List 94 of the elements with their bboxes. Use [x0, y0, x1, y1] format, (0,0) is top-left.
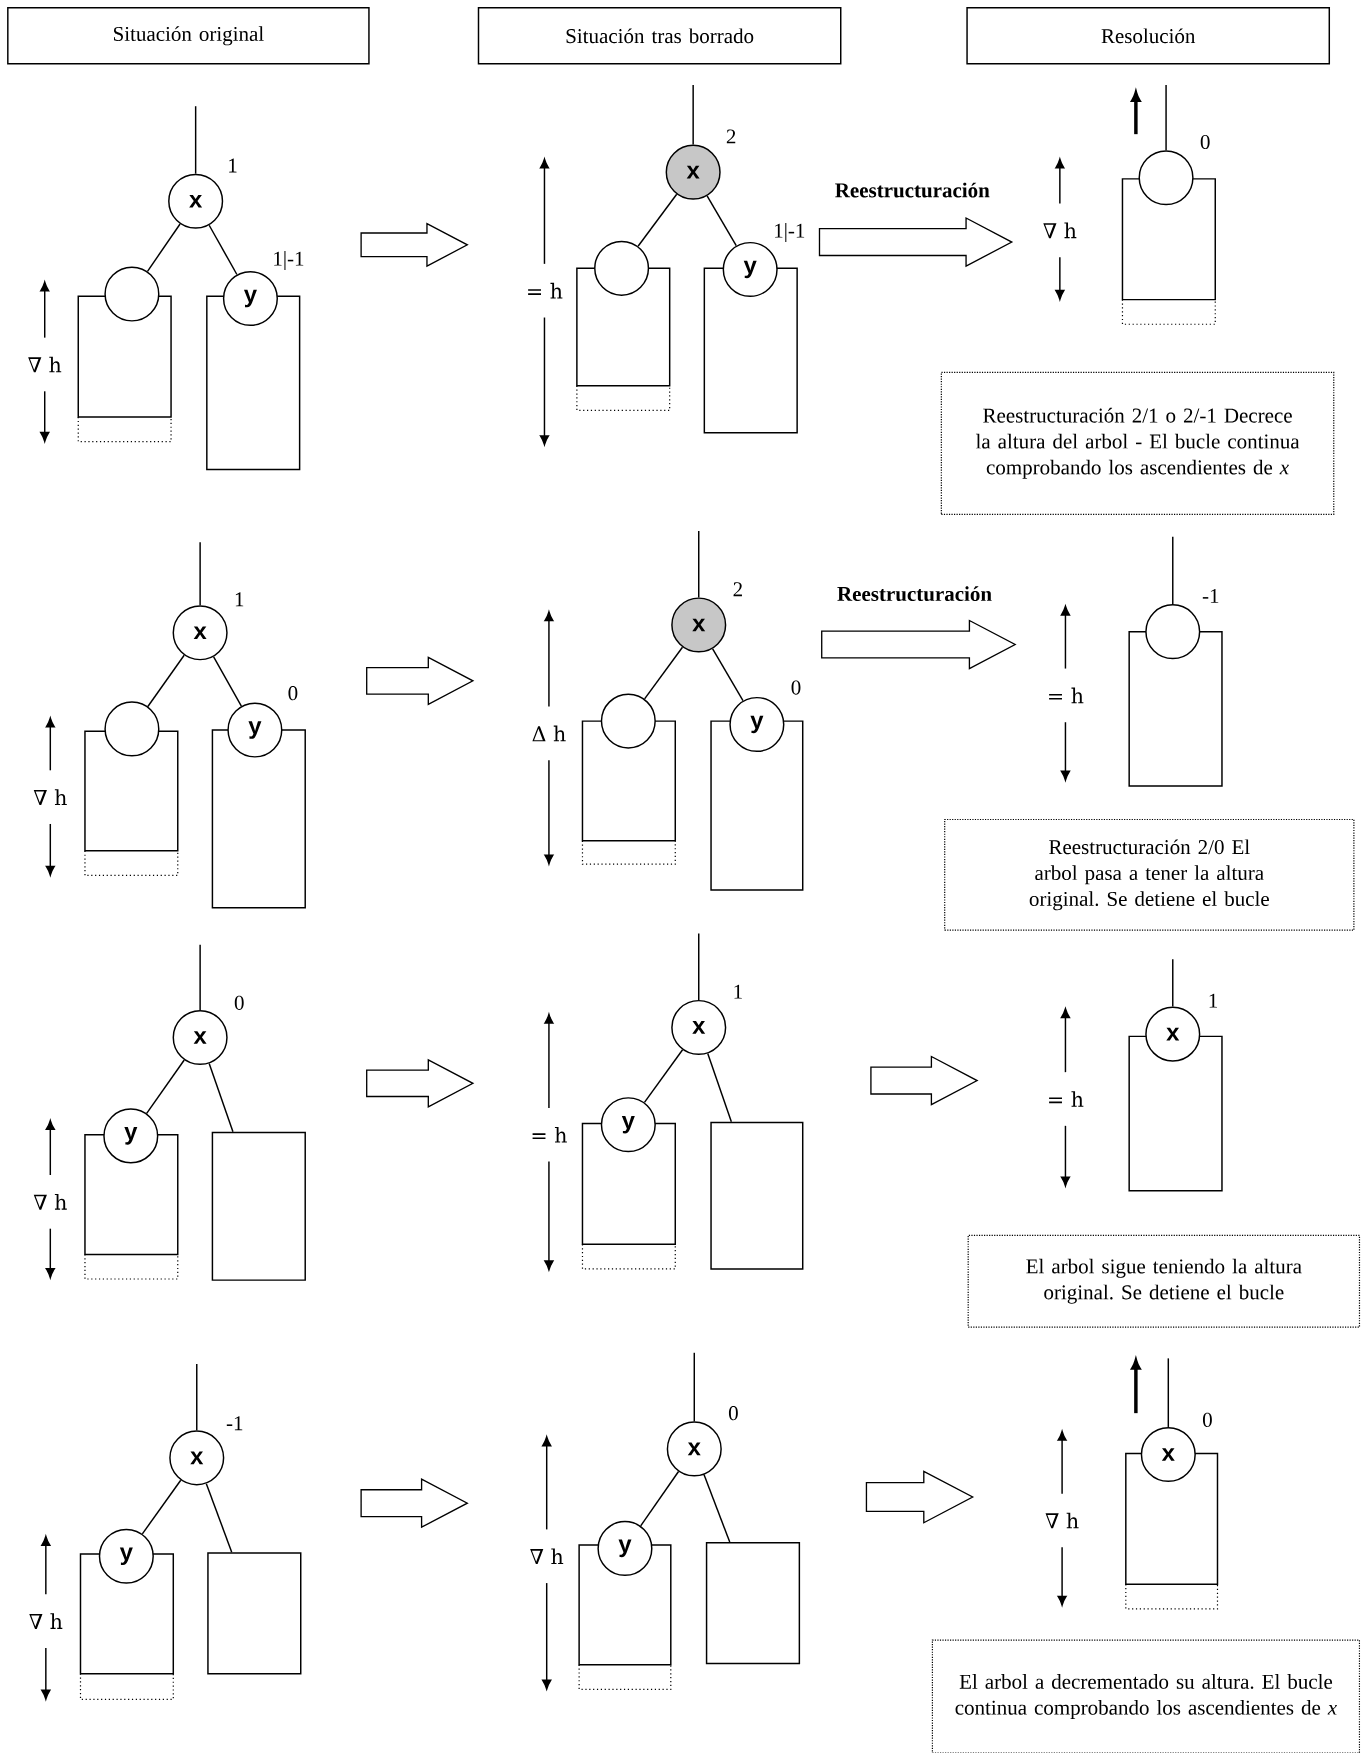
tree-edge [711, 648, 744, 702]
tree-edge [205, 1483, 233, 1553]
tree-node: x [665, 144, 721, 200]
tree-edge [697, 530, 700, 599]
dimension-label: ∇ h [530, 1548, 564, 1565]
dimension-label: = h [532, 1126, 567, 1143]
tree-edge [1171, 535, 1174, 605]
subtree-box [211, 1131, 306, 1281]
tree-node [600, 693, 656, 749]
tree-edge [199, 943, 201, 1011]
tree-edge [692, 84, 694, 146]
dimension-label: ∇ h [28, 356, 62, 373]
balance-factor: 0 [234, 995, 244, 1010]
tree-node: y [597, 1520, 653, 1576]
tree-node: y [729, 696, 785, 753]
tree-node [104, 266, 160, 322]
dimension-label: = h [1049, 687, 1084, 704]
tree-edge [703, 1473, 731, 1543]
tree-node: y [98, 1528, 154, 1584]
note-box: El arbol sigue teniendo la altura original. Se detiene el bucle [967, 1234, 1360, 1328]
subtree-box [705, 1542, 801, 1665]
tree-edge [141, 1479, 182, 1535]
tree-node: y [222, 270, 278, 327]
tree-edge [208, 1062, 234, 1133]
subtree-box [710, 1121, 804, 1270]
dimension-label: ∇ h [29, 1613, 63, 1629]
tree-node: x [169, 1430, 225, 1486]
note-box: Reestructuración 2/0 El arbol pasa a tener la altura original. Se detiene el bucle [944, 818, 1355, 931]
arrow-label: Reestructuración [835, 182, 990, 198]
tree-node: x [1140, 1426, 1196, 1483]
balance-factor: 1|-1 [274, 250, 304, 271]
subtree-box [207, 1552, 302, 1675]
dimension-label: ∇ h [1045, 1512, 1079, 1529]
balance-factor: 1|-1 [775, 223, 805, 243]
tree-node: x [172, 1009, 228, 1066]
tree-edge [1165, 84, 1167, 151]
header-box: Situación tras borrado [477, 7, 842, 65]
tree-node: x [671, 597, 727, 653]
note-box: El arbol a decrementado su altura. El bucle continua comprobando los ascendientes de x [931, 1639, 1360, 1753]
tree-node: x [666, 1421, 722, 1477]
note-box: Reestructuración 2/1 o 2/-1 Decrece la altura del arbol - El bucle continua comprobando los ascendientes de x [940, 371, 1335, 515]
tree-node [1145, 604, 1201, 660]
dimension-label: ∇ h [33, 1194, 67, 1210]
dimension-label: = h [528, 282, 563, 299]
tree-node: y [227, 702, 283, 758]
tree-node: x [168, 173, 224, 229]
tree-edge [195, 1363, 198, 1432]
tree-node: x [172, 605, 228, 661]
balance-factor: -1 [1202, 588, 1219, 603]
tree-edge [1171, 958, 1174, 1008]
tree-edge [643, 1049, 684, 1104]
tree-edge [199, 541, 201, 606]
balance-factor: 0 [1202, 1412, 1212, 1427]
balance-factor: 1 [1209, 993, 1217, 1008]
subtree-box [1128, 630, 1223, 787]
balance-factor: 0 [728, 1406, 738, 1421]
tree-node [593, 240, 650, 296]
tree-edge [637, 193, 678, 247]
tree-edge [212, 656, 243, 707]
balance-factor: 1 [734, 984, 742, 999]
tree-edge [693, 1352, 695, 1423]
tree-node: x [1145, 1006, 1201, 1062]
tree-node: x [671, 999, 727, 1055]
balance-factor: -1 [226, 1416, 243, 1431]
balance-factor: 1 [235, 592, 244, 607]
balance-factor: 0 [791, 680, 801, 695]
tree-node [1138, 150, 1194, 206]
tree-node: y [103, 1108, 159, 1164]
balance-factor: 0 [288, 686, 298, 701]
tree-node: y [600, 1097, 656, 1153]
tree-edge [706, 195, 737, 247]
balance-factor: 2 [726, 129, 736, 144]
tree-edge [145, 1059, 185, 1115]
tree-edge [146, 223, 181, 273]
header-box: Situación original [7, 7, 370, 65]
balance-factor: 1 [229, 158, 237, 173]
tree-edge [1167, 1357, 1169, 1428]
dimension-label: = h [1049, 1091, 1084, 1107]
balance-factor: 0 [1200, 134, 1210, 150]
dimension-label: ∇ h [33, 789, 67, 805]
tree-edge [208, 224, 238, 276]
dimension-label: Δ h [532, 725, 566, 742]
tree-edge [706, 1052, 732, 1123]
tree-edge [147, 654, 185, 708]
balance-factor: 2 [733, 582, 742, 597]
arrow-label: Reestructuración [837, 586, 992, 602]
tree-edge [697, 932, 700, 1001]
tree-edge [639, 1470, 680, 1527]
tree-node [104, 701, 160, 757]
tree-node: y [722, 241, 778, 297]
tree-edge [643, 646, 684, 700]
tree-edge [194, 105, 197, 175]
dimension-label: ∇ h [1043, 222, 1077, 239]
header-box: Resolución [966, 7, 1330, 65]
